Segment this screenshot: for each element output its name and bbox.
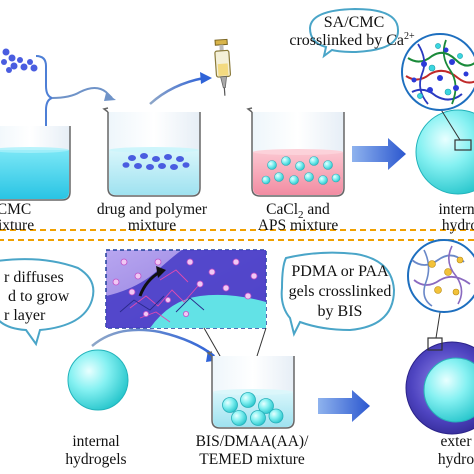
internal-hydrogel-sphere-bottom [67,349,129,411]
bubble-pdma-paa: PDMA or PAA gels crosslinked by BIS [280,251,396,337]
curve-arrow-bottom [91,328,215,357]
bubble-pdma-line3: by BIS [318,303,363,320]
label-internal-top-line2: hydro [442,217,474,234]
zoom-box-bottom [427,337,443,351]
polymer-dots [1,48,38,73]
polymer-network-zoom [401,33,474,111]
connector-curve [51,87,113,99]
bubble-diffuses: r diffuses d to grow r layer [0,258,95,347]
crosslink-network-zoom [407,239,474,313]
process-arrow-top [352,138,406,170]
label-cacl2-line1: CaCl2 and [266,201,330,221]
beaker-drug-polymer [102,107,201,197]
bubble-sa-cmc-line2: crosslinked by Ca2+ [289,31,415,49]
bubble-sa-cmc: SA/CMC crosslinked by Ca2+ [289,7,415,59]
label-external-line2: hydro [438,451,474,468]
bubble-diffuses-line1: r diffuses [4,269,64,286]
interface-zoom-panel [105,249,267,329]
label-cmc-line1: CMC [0,201,31,218]
label-internal-top-line1: interna [438,201,474,218]
beaker-bis-dmaa [206,351,295,429]
bubble-pdma-line1: PDMA or PAA [291,263,389,280]
process-arrow-bottom [318,390,370,422]
label-aps-line2: APS mixture [258,217,339,234]
label-internal-bottom-line2: hydrogels [65,451,126,468]
zoom-line-top [439,107,461,141]
beaker-cacl2-aps [246,107,345,197]
label-cmc-line2: mixture [0,217,34,234]
internal-hydrogel-sphere-top [415,109,474,195]
curve-arrow-top [149,76,205,105]
bubble-diffuses-line2: d to grow [8,288,70,305]
external-hydrogel-core [423,357,474,423]
bubble-diffuses-line3: r layer [4,307,46,324]
merge-bracket [35,55,56,139]
label-drug-polymer-line2: mixture [128,217,176,234]
syringe-icon [214,38,232,96]
label-bis-dmaa-line1: BIS/DMAA(AA)/ [196,433,310,450]
label-external-line1: exter [441,433,473,450]
bubble-pdma-line2: gels crosslinked [289,283,392,300]
connector-arrowhead [104,93,116,101]
label-internal-bottom-line1: internal [72,433,119,450]
beaker-cmc [0,126,71,201]
bubble-sa-cmc-line1: SA/CMC [324,14,384,31]
zoom-box-top [454,139,472,151]
curve-arrowhead-top [200,72,212,84]
label-drug-polymer-line1: drug and polymer [97,201,208,218]
label-bis-dmaa-line2: TEMED mixture [199,451,305,468]
